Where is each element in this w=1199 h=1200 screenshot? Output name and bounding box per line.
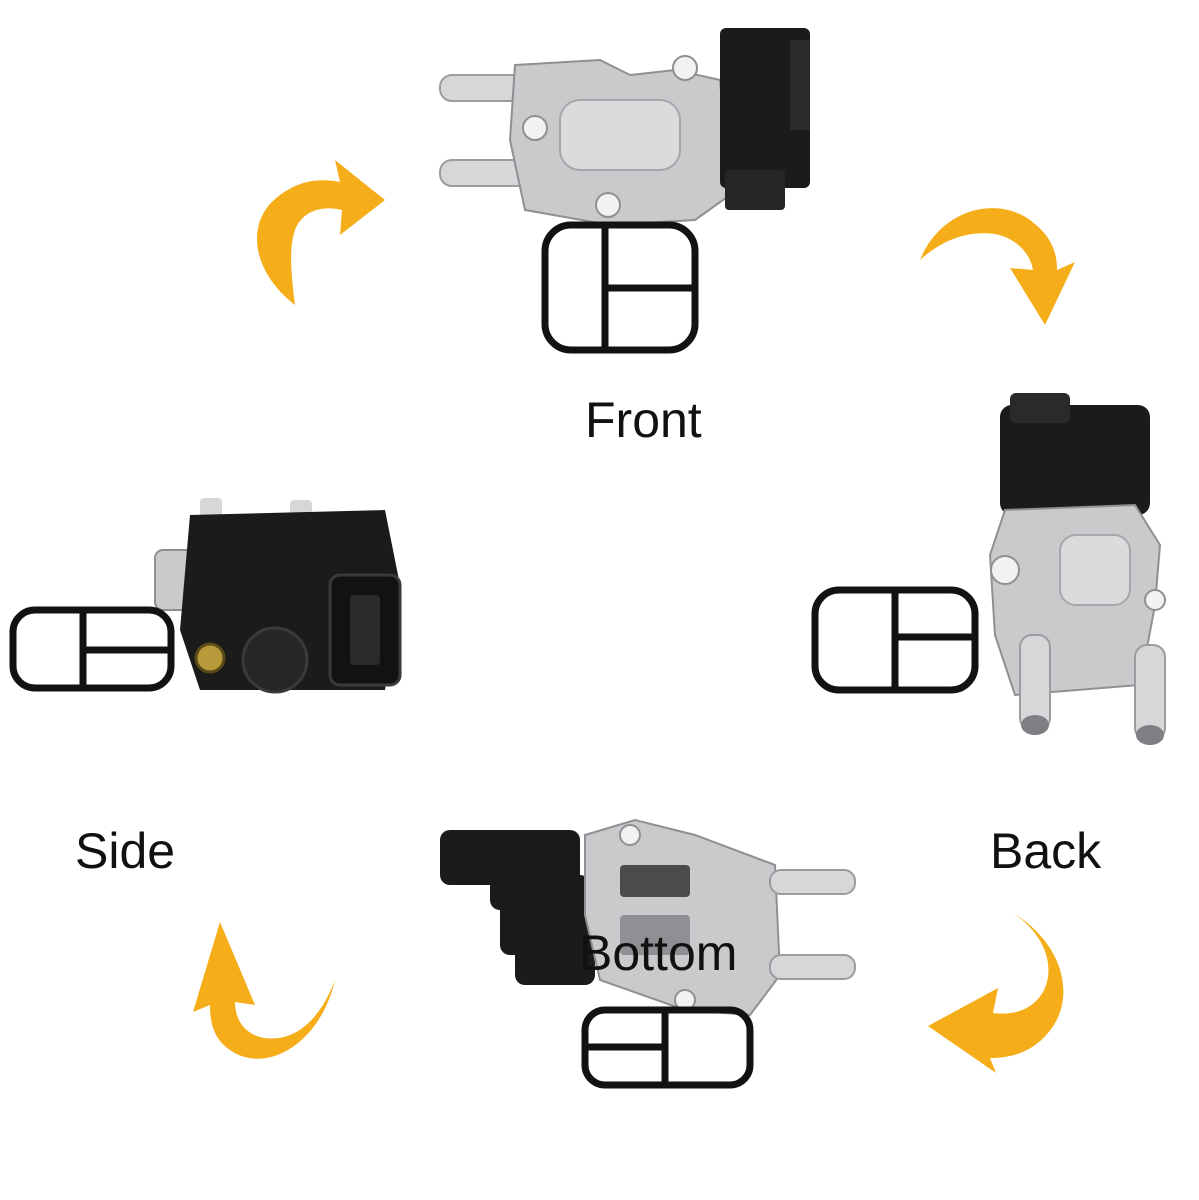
curved-arrow-icon	[193, 922, 335, 1059]
back-view-valve	[811, 393, 1166, 745]
side-view-valve	[9, 498, 402, 694]
bottom-view-valve	[440, 818, 856, 1089]
side-label: Side	[75, 823, 176, 879]
front-label: Front	[585, 392, 702, 448]
curved-arrow-icon	[928, 913, 1064, 1073]
curved-arrow-icon	[257, 160, 385, 305]
bottom-label: Bottom	[579, 925, 738, 981]
curved-arrow-icon	[920, 208, 1075, 325]
back-label: Back	[990, 823, 1102, 879]
front-view-valve	[439, 28, 810, 354]
